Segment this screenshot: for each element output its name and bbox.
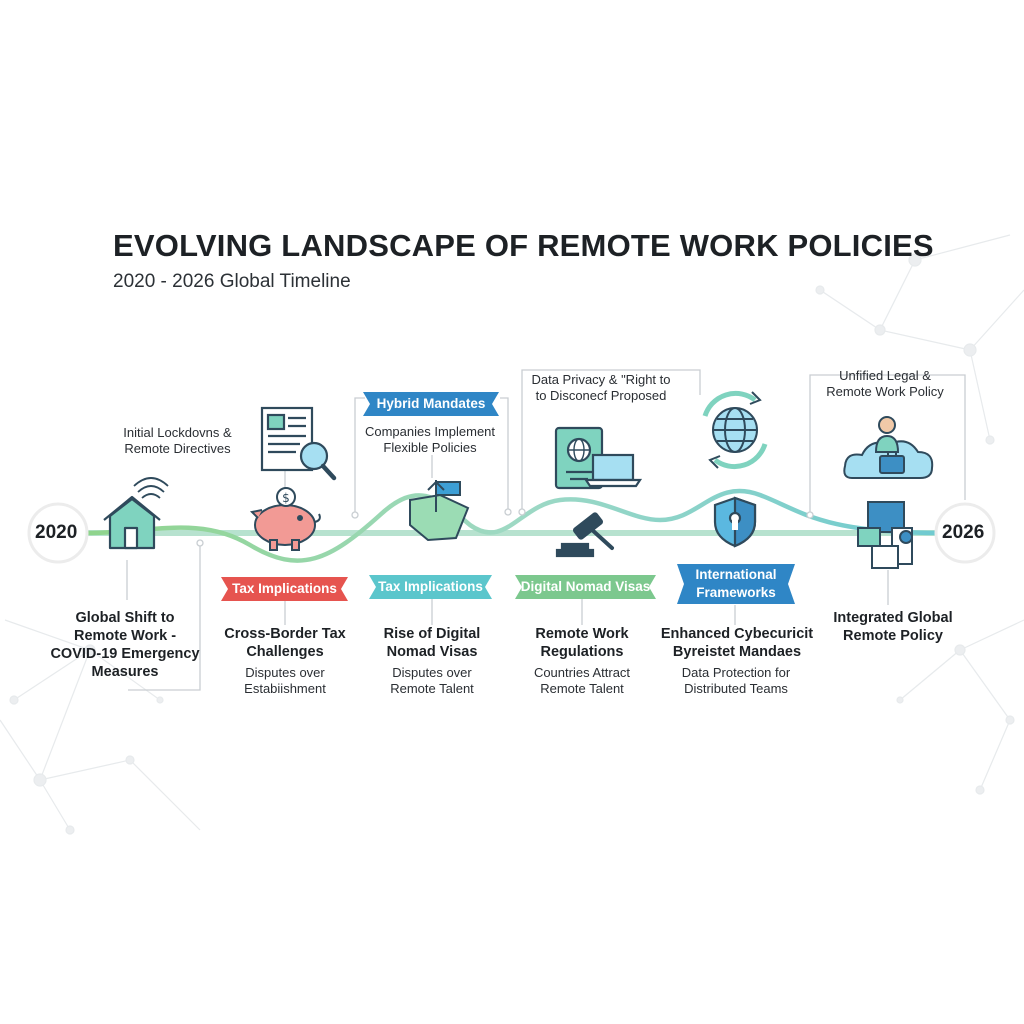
unified-policy-note: Unfified Legal & Remote Work Policy (826, 368, 944, 400)
piggy-bank-icon: $ (249, 487, 321, 551)
puzzle-icon (857, 501, 913, 569)
smart-home-icon (103, 477, 169, 550)
milestone-heading-6: Integrated Global Remote Policy (833, 610, 953, 645)
globe-sync-icon (702, 390, 768, 470)
hybrid-mandates-banner: Hybrid Mandates (363, 392, 499, 416)
start-year-circle (27, 502, 89, 564)
svg-text:$: $ (282, 491, 290, 505)
end-year-label: 2026 (942, 522, 985, 543)
milestone-heading-5: Enhanced Cybecuricit Byreistet Mandaes (660, 626, 814, 661)
milestone-desc-2: Disputes over Estabiishment (244, 665, 326, 697)
page-subtitle: 2020 - 2026 Global Timeline (113, 271, 351, 292)
cloud-worker-icon (843, 416, 934, 479)
page-title: EVOLVING LANDSCAPE OF REMOTE WORK POLICI… (113, 228, 934, 263)
hybrid-description: Companies Implement Flexible Policies (364, 424, 496, 456)
tax-implications-banner-teal: Tax Implications (369, 575, 492, 599)
gavel-icon (555, 512, 614, 558)
milestone-heading-3: Rise of Digital Nomad Visas (383, 626, 481, 661)
milestone-heading-4: Remote Work Regulations (535, 626, 629, 661)
end-year-circle (934, 502, 996, 564)
map-flag-icon (409, 480, 470, 542)
international-frameworks-banner: International Frameworks (677, 564, 795, 604)
start-year-label: 2020 (35, 522, 78, 543)
milestone-heading-2: Cross-Border Tax Challenges (224, 626, 346, 661)
milestone-desc-5: Data Protection for Distributed Teams (681, 665, 791, 697)
tax-implications-banner-red: Tax Implications (221, 577, 348, 601)
milestone-desc-3: Disputes over Remote Talent (390, 665, 474, 697)
lockdowns-note: Initial Lockdovns & Remote Directives (123, 425, 232, 457)
shield-lock-icon (713, 496, 757, 548)
document-search-icon (260, 406, 337, 481)
milestone-desc-4: Countries Attract Remote Talent (533, 665, 631, 697)
connector-lines (126, 369, 966, 691)
milestone-heading-1: Global Shift to Remote Work - COVID-19 E… (50, 610, 200, 681)
network-decoration (0, 234, 1024, 835)
privacy-note: Data Privacy & "Right to to Disconecf Pr… (531, 372, 671, 404)
timeline-wave (85, 488, 943, 563)
passport-laptop-icon (554, 426, 643, 490)
digital-nomad-visas-banner: Digital Nomad Visas (515, 575, 656, 599)
